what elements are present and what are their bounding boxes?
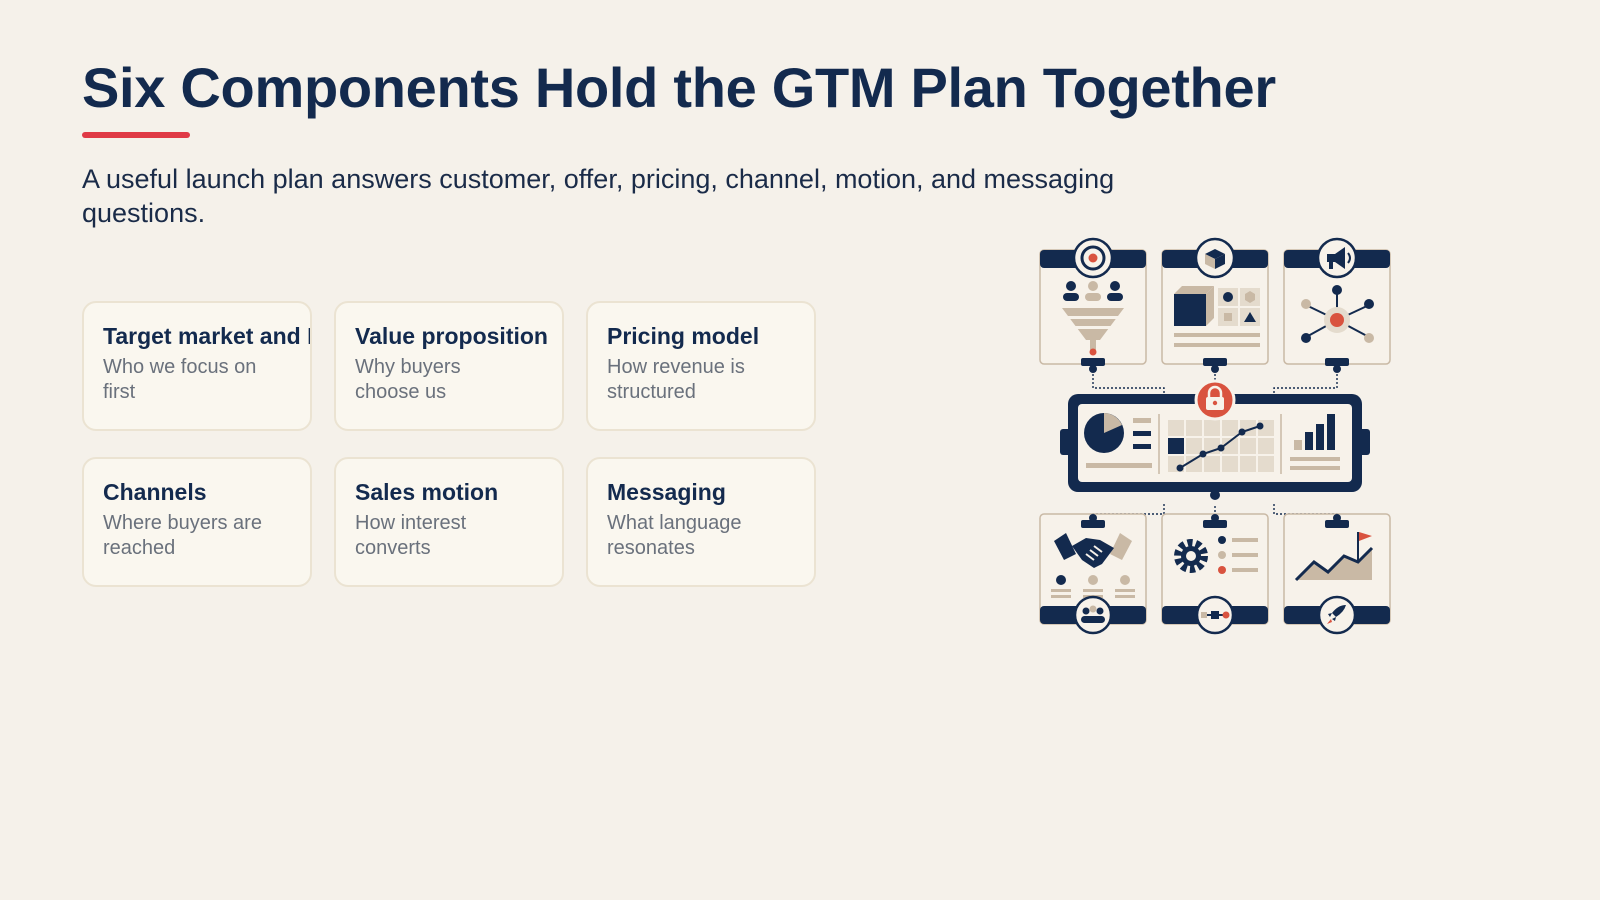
process-panel — [1161, 513, 1269, 635]
component-description: How interest converts — [355, 512, 467, 559]
workflow-icon — [1195, 595, 1235, 635]
growth-chart-icon — [1294, 532, 1374, 582]
gtm-components-illustration — [1039, 237, 1391, 635]
title-accent-bar — [82, 132, 190, 138]
target-icon — [1072, 237, 1114, 279]
component-description: Where buyers are reached — [103, 512, 262, 559]
offer-panel — [1161, 237, 1269, 373]
growth-panel — [1283, 513, 1391, 635]
component-description: How revenue is structured — [607, 356, 745, 403]
box-icon — [1194, 237, 1236, 279]
sales-panel — [1039, 513, 1147, 635]
megaphone-icon — [1316, 237, 1358, 279]
component-card-channels: Channels Where buyers are reached — [82, 457, 312, 587]
component-description: Who we focus on first — [103, 356, 257, 403]
slide-subtitle: A useful launch plan answers customer, o… — [82, 164, 1115, 228]
target-panel — [1039, 237, 1147, 373]
dashboard-hub — [1060, 379, 1370, 500]
team-icon — [1073, 595, 1113, 635]
components-grid: Target market and ICP Who we focus on fi… — [82, 301, 816, 587]
component-card-pricing-model: Pricing model How revenue is structured — [586, 301, 816, 431]
component-card-messaging: Messaging What language resonates — [586, 457, 816, 587]
rocket-icon — [1317, 595, 1357, 635]
component-card-sales-motion: Sales motion How interest converts — [334, 457, 564, 587]
lock-icon — [1194, 379, 1236, 421]
component-title: Pricing model — [607, 323, 760, 349]
channels-panel — [1283, 237, 1391, 373]
component-card-value-proposition: Value proposition Why buyers choose us — [334, 301, 564, 431]
component-description: Why buyers choose us — [355, 356, 461, 403]
component-card-target-market: Target market and ICP Who we focus on fi… — [82, 301, 312, 431]
component-description: What language resonates — [607, 512, 742, 559]
component-title: Messaging — [607, 479, 726, 505]
handshake-icon — [1054, 533, 1132, 568]
component-title: Sales motion — [355, 479, 499, 505]
component-title: Channels — [103, 479, 207, 505]
gear-icon — [1174, 539, 1208, 573]
component-title: Value proposition — [355, 323, 548, 349]
slide-title: Six Components Hold the GTM Plan Togethe… — [82, 56, 1276, 119]
component-title: Target market and ICP — [103, 323, 310, 349]
